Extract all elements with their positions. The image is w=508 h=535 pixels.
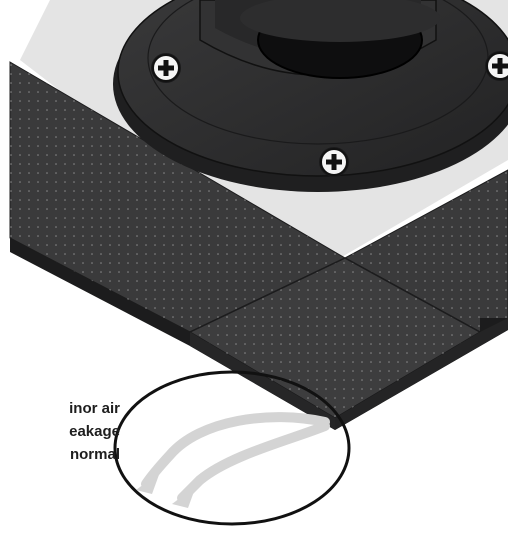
air-arrow-icon — [136, 412, 330, 508]
leak-highlight-circle — [113, 370, 351, 526]
mat-panel-left-edge — [10, 62, 190, 346]
screw-icon — [485, 51, 508, 81]
pipe-flange — [113, 0, 508, 192]
caption-line: eakage — [69, 423, 120, 440]
screw-icon — [319, 147, 349, 177]
leakage-caption: inor air eakage normal — [0, 397, 120, 466]
screw-icon — [151, 53, 181, 83]
caption-line: inor air — [69, 400, 120, 417]
caption-line: normal — [69, 446, 120, 463]
